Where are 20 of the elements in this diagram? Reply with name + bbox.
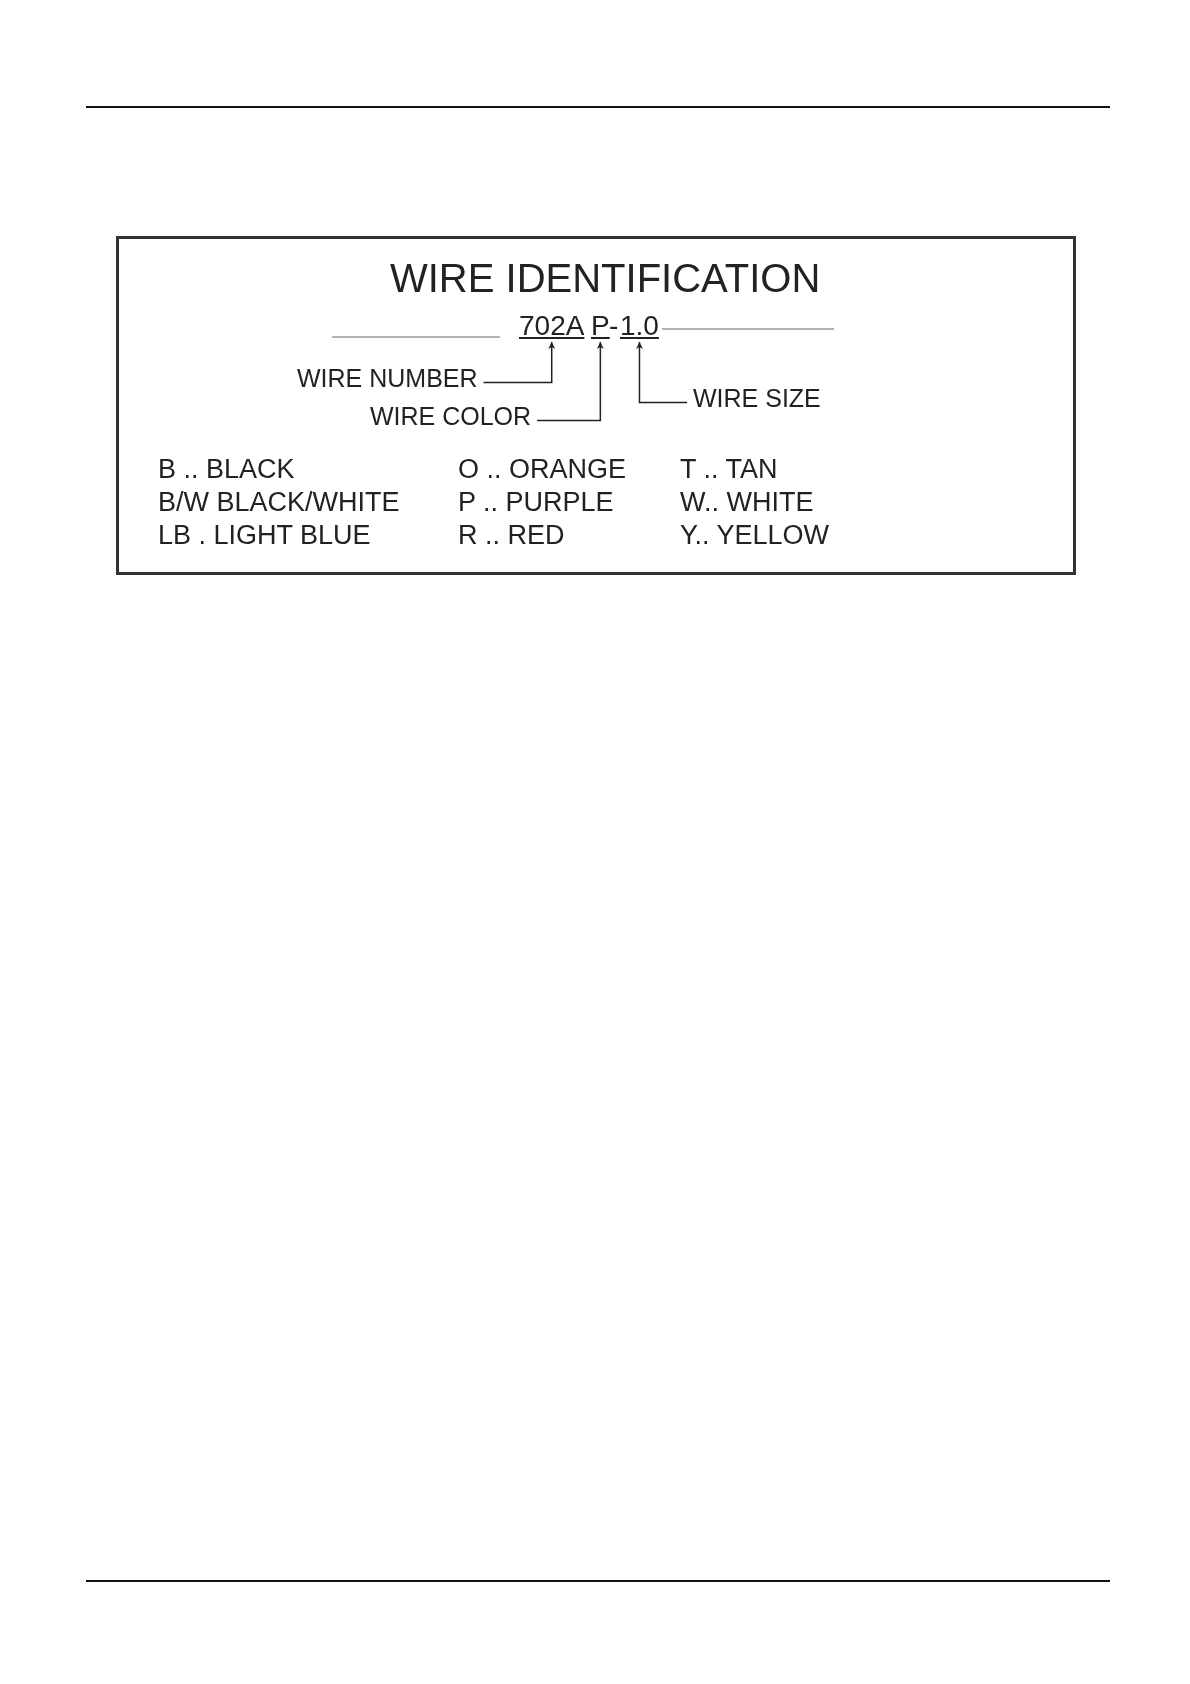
title: WIRE IDENTIFICATION bbox=[390, 258, 821, 298]
leader-label: WIRE SIZE bbox=[693, 386, 821, 411]
color-code: W.. WHITE bbox=[680, 489, 814, 516]
code-part: P bbox=[591, 312, 610, 340]
color-code: LB . LIGHT BLUE bbox=[158, 522, 371, 549]
leader-line bbox=[635, 341, 688, 404]
code-part: 1.0 bbox=[620, 312, 659, 340]
leader-label: WIRE NUMBER bbox=[297, 366, 478, 391]
color-code: P .. PURPLE bbox=[458, 489, 614, 516]
color-code: Y.. YELLOW bbox=[680, 522, 830, 549]
color-code: B/W BLACK/WHITE bbox=[158, 489, 400, 516]
leader-line bbox=[482, 341, 556, 384]
color-code: T .. TAN bbox=[680, 456, 778, 483]
leader-label: WIRE COLOR bbox=[370, 404, 532, 429]
code-part: 702A bbox=[519, 312, 585, 340]
color-code: O .. ORANGE bbox=[458, 456, 627, 483]
leader-line bbox=[536, 341, 604, 422]
color-code: B .. BLACK bbox=[158, 456, 295, 483]
color-code: R .. RED bbox=[458, 522, 565, 549]
hyphen: - bbox=[609, 312, 619, 340]
